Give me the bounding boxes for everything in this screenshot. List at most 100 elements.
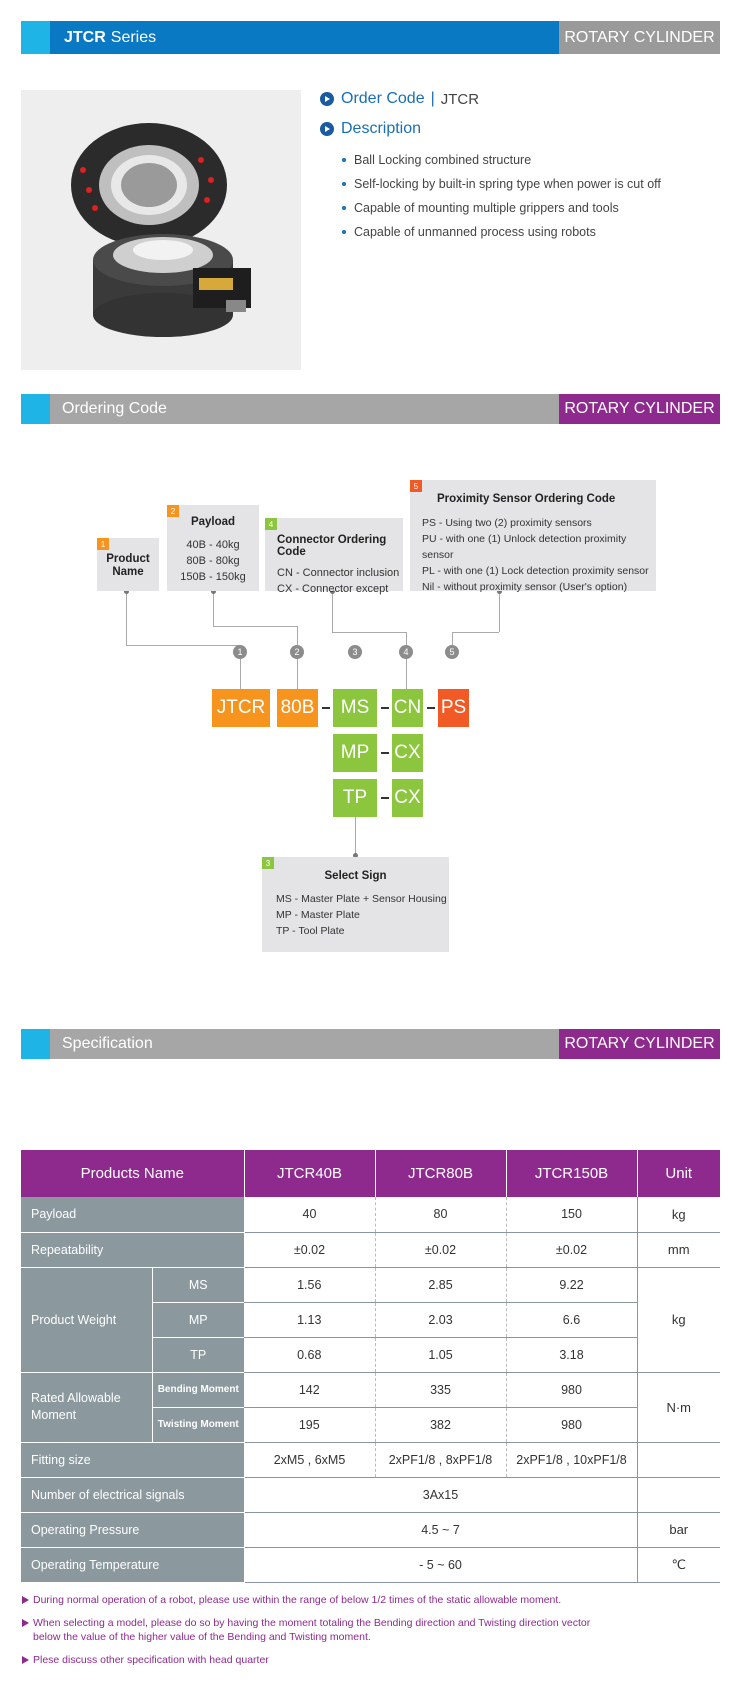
table-row: Operating Temperature - 5 ~ 60 ℃ xyxy=(21,1547,720,1583)
top-header-bar: JTCR Series ROTARY CYLINDER xyxy=(21,21,720,54)
connector-line xyxy=(406,632,407,645)
category-tag: ROTARY CYLINDER xyxy=(559,394,720,424)
connector-line xyxy=(499,591,500,632)
intro-panel: Order Code | JTCR Description Ball Locki… xyxy=(320,88,720,244)
connector-dot xyxy=(497,589,502,594)
position-marker-1: 1 xyxy=(233,645,247,659)
dash-separator xyxy=(381,752,389,754)
table-header-row: Products Name JTCR40B JTCR80B JTCR150B U… xyxy=(21,1150,720,1197)
connector-line xyxy=(406,659,407,689)
dash-separator xyxy=(427,707,435,709)
connector-line xyxy=(297,659,298,689)
row-label: Repeatability xyxy=(21,1232,245,1268)
code-connector: CX xyxy=(392,779,423,817)
series-name: JTCR xyxy=(64,28,106,46)
connector-line xyxy=(297,626,298,645)
section-title: Ordering Code xyxy=(50,394,559,424)
connector-dot xyxy=(330,589,335,594)
cell-value: 335 xyxy=(375,1372,507,1408)
cell-unit: kg xyxy=(637,1267,720,1373)
connector-line xyxy=(332,632,406,633)
code-connector: CX xyxy=(392,734,423,772)
table-row: Fitting size 2xM5 , 6xM5 2xPF1/8 , 8xPF1… xyxy=(21,1442,720,1478)
dash-separator xyxy=(381,797,389,799)
code-connector: CN xyxy=(392,689,423,727)
header-products-name: Products Name xyxy=(21,1150,245,1197)
position-marker-5: 5 xyxy=(445,645,459,659)
connector-line xyxy=(213,591,214,626)
header-model: JTCR150B xyxy=(506,1150,638,1197)
table-row: Rated Allowable Moment Bending Moment 14… xyxy=(21,1372,720,1443)
connector-dot xyxy=(353,853,358,858)
code-select-sign: MP xyxy=(333,734,377,772)
connector-line xyxy=(452,632,499,633)
header-unit: Unit xyxy=(637,1150,720,1197)
row-sublabel: TP xyxy=(152,1337,244,1373)
description-list: Ball Locking combined structure Self-loc… xyxy=(342,148,720,244)
position-marker-3: 3 xyxy=(348,645,362,659)
cell-unit: mm xyxy=(637,1232,720,1268)
section-accent xyxy=(21,1029,50,1059)
cell-value: 2.85 xyxy=(375,1267,507,1303)
proximity-option: PS - Using two (2) proximity sensors xyxy=(422,517,592,529)
connector-dot xyxy=(124,589,129,594)
category-tag: ROTARY CYLINDER xyxy=(559,21,720,54)
cell-value: 1.05 xyxy=(375,1337,507,1373)
connector-line xyxy=(126,591,127,645)
box-number: 3 xyxy=(262,857,274,869)
cell-value: 3.18 xyxy=(506,1337,638,1373)
cell-value: 2.03 xyxy=(375,1302,507,1338)
cell-value: 80 xyxy=(375,1197,507,1233)
order-code-value: JTCR xyxy=(440,90,480,108)
cell-value: - 5 ~ 60 xyxy=(244,1547,638,1583)
cell-value: 6.6 xyxy=(506,1302,638,1338)
row-label: Fitting size xyxy=(21,1442,245,1478)
order-code-row: Order Code | JTCR xyxy=(320,88,720,110)
box-number: 1 xyxy=(97,538,109,550)
cell-value: 980 xyxy=(506,1407,638,1443)
cell-unit: bar xyxy=(637,1512,720,1548)
box-title: Payload xyxy=(190,516,236,528)
table-row: Twisting Moment 195 382 980 xyxy=(21,1407,720,1443)
row-sublabel: MS xyxy=(152,1267,244,1303)
note-item: Plese discuss other specification with h… xyxy=(21,1653,720,1667)
section-accent xyxy=(21,394,50,424)
box-title: Proximity Sensor Ordering Code xyxy=(437,493,616,505)
order-code-label: Order Code xyxy=(341,90,425,107)
code-proximity: PS xyxy=(438,689,469,727)
payload-option: 150B - 150kg xyxy=(180,571,246,583)
row-label: Payload xyxy=(21,1197,245,1233)
cell-value: 142 xyxy=(244,1372,376,1408)
table-row: TP 0.68 1.05 3.18 xyxy=(21,1337,720,1373)
row-label: Product Weight xyxy=(21,1267,153,1373)
select-sign-box: 3 Select Sign MS - Master Plate + Sensor… xyxy=(262,857,449,952)
position-marker-2: 2 xyxy=(290,645,304,659)
connector-line xyxy=(126,645,240,646)
cell-unit xyxy=(637,1442,720,1478)
cell-unit: ℃ xyxy=(637,1547,720,1583)
box-title-line1: Product xyxy=(106,553,150,565)
connector-line xyxy=(213,626,297,627)
code-product: JTCR xyxy=(212,689,270,727)
specification-bar: Specification ROTARY CYLINDER xyxy=(21,1029,720,1059)
box-title: Select Sign xyxy=(324,870,387,882)
cell-unit xyxy=(637,1477,720,1513)
series-suffix: Series xyxy=(110,28,157,46)
box-number: 4 xyxy=(265,518,277,530)
cell-value: 1.13 xyxy=(244,1302,376,1338)
select-sign-option: MP - Master Plate xyxy=(276,909,360,921)
dash-separator xyxy=(322,707,330,709)
note-continuation: below the value of the higher value of t… xyxy=(33,1631,371,1643)
box-title: Connector Ordering Code xyxy=(277,534,387,558)
code-select-sign: MS xyxy=(333,689,377,727)
product-name-box: 1 Product Name xyxy=(97,538,159,591)
table-row: Repeatability ±0.02 ±0.02 ±0.02 mm xyxy=(21,1232,720,1268)
connector-line xyxy=(332,591,333,632)
header-model: JTCR40B xyxy=(244,1150,376,1197)
description-row: Description xyxy=(320,118,720,140)
code-select-sign: TP xyxy=(333,779,377,817)
cell-value: 1.56 xyxy=(244,1267,376,1303)
proximity-option: Nil - without proximity sensor (User's o… xyxy=(422,581,628,593)
cell-value: 40 xyxy=(244,1197,376,1233)
notes: During normal operation of a robot, plea… xyxy=(21,1593,720,1676)
